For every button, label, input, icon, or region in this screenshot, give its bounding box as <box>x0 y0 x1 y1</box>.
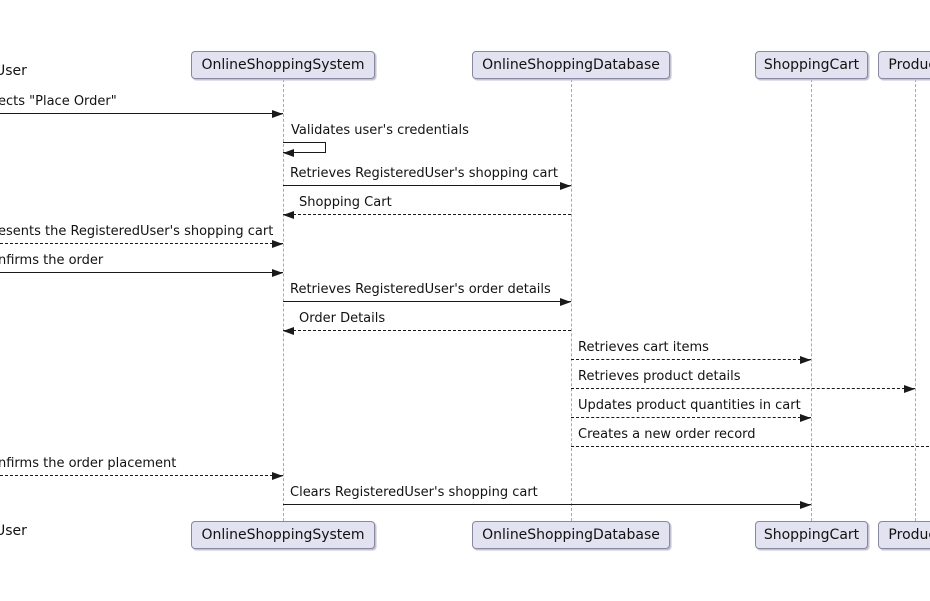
arrowhead-icon <box>283 327 294 335</box>
message-line <box>283 301 571 302</box>
message-line <box>0 243 283 244</box>
lifeline-database <box>570 79 572 521</box>
participant-label: Product <box>888 527 930 543</box>
message-line <box>283 330 571 331</box>
message-label: Retrieves product details <box>578 369 741 384</box>
message-label: Creates a new order record <box>578 427 756 442</box>
self-message-loop <box>283 142 326 153</box>
participant-top-box-database: OnlineShoppingDatabase <box>472 51 670 79</box>
participant-bottom-box-database: OnlineShoppingDatabase <box>472 521 670 549</box>
arrowhead-icon <box>800 501 811 509</box>
message-label: Order Details <box>299 311 386 326</box>
message-label: Clears RegisteredUser's shopping cart <box>290 485 538 500</box>
arrowhead-icon <box>800 356 811 364</box>
message-line <box>571 417 811 418</box>
lifeline-product <box>914 79 916 521</box>
message-line <box>283 504 811 505</box>
arrowhead-icon <box>272 110 283 118</box>
message-label: Retrieves RegisteredUser's shopping cart <box>290 166 558 181</box>
message-label: Updates product quantities in cart <box>578 398 801 413</box>
message-label: esents the RegisteredUser's shopping car… <box>0 224 274 239</box>
participant-label: OnlineShoppingSystem <box>201 57 365 73</box>
participant-top-box-product: Product <box>878 51 930 79</box>
participant-label: OnlineShoppingSystem <box>201 527 365 543</box>
participant-top-box-cart: ShoppingCart <box>755 51 868 79</box>
message-label: Validates user's credentials <box>291 123 469 138</box>
message-line <box>571 388 915 389</box>
arrowhead-icon <box>560 182 571 190</box>
participant-bottom-label-user: User <box>0 523 27 539</box>
participant-bottom-box-cart: ShoppingCart <box>755 521 868 549</box>
participant-top-box-system: OnlineShoppingSystem <box>191 51 375 79</box>
lifeline-cart <box>810 79 812 521</box>
arrowhead-icon <box>272 269 283 277</box>
participant-bottom-box-system: OnlineShoppingSystem <box>191 521 375 549</box>
lifeline-system <box>282 79 284 521</box>
arrowhead-icon <box>272 240 283 248</box>
message-line <box>571 359 811 360</box>
arrowhead-icon <box>800 414 811 422</box>
participant-label: OnlineShoppingDatabase <box>482 527 660 543</box>
message-label: Retrieves RegisteredUser's order details <box>290 282 551 297</box>
message-label: nfirms the order <box>0 253 104 268</box>
arrowhead-icon <box>904 385 915 393</box>
message-label: Shopping Cart <box>299 195 392 210</box>
arrowhead-icon <box>283 211 294 219</box>
message-line <box>0 475 283 476</box>
message-line <box>283 185 571 186</box>
participant-bottom-box-product: Product <box>878 521 930 549</box>
participant-label: ShoppingCart <box>763 527 860 543</box>
message-line <box>0 113 283 114</box>
message-label: nfirms the order placement <box>0 456 177 471</box>
message-label: ects "Place Order" <box>0 94 117 109</box>
participant-label: ShoppingCart <box>763 57 860 73</box>
message-line <box>571 446 930 447</box>
participant-top-label-user: User <box>0 63 27 79</box>
arrowhead-icon <box>560 298 571 306</box>
participant-label: OnlineShoppingDatabase <box>482 57 660 73</box>
arrowhead-icon <box>272 472 283 480</box>
message-line <box>0 272 283 273</box>
participant-label: Product <box>888 57 930 73</box>
arrowhead-icon <box>283 149 294 157</box>
message-line <box>283 214 571 215</box>
message-label: Retrieves cart items <box>578 340 709 355</box>
